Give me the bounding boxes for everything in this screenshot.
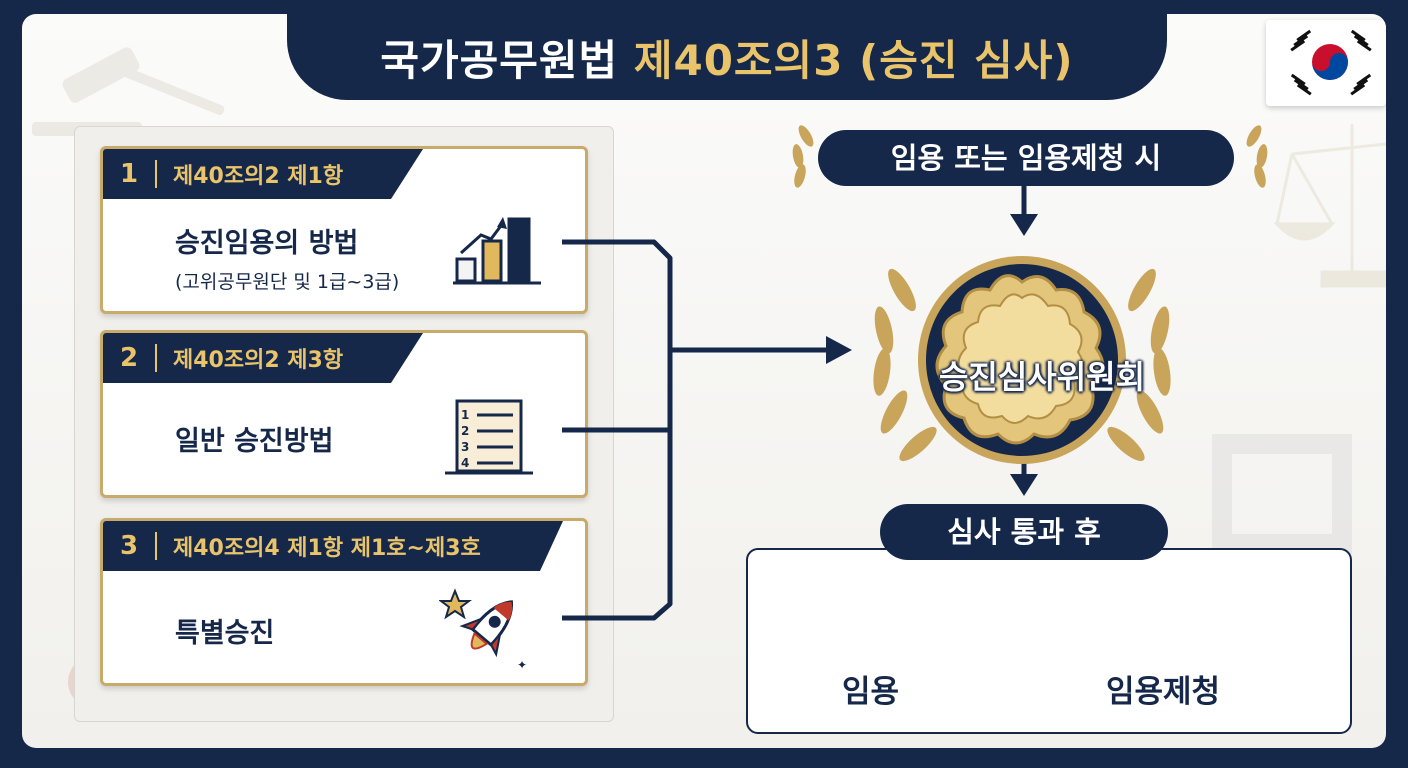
provision-card-1: 1 제40조의2 제1항 승진임용의 방법 (고위공무원단 및 1급~3급) <box>100 146 588 314</box>
card-label: 특별승진 <box>175 618 275 649</box>
provision-card-3: 3 제40조의4 제1항 제1호~제3호 특별승진 ✦ <box>100 518 588 686</box>
title-main: 국가공무원법 <box>380 35 619 85</box>
numbered-list-icon: 1 2 3 4 <box>445 399 533 475</box>
after-pass-pill: 심사 통과 후 <box>880 504 1168 560</box>
arrow-down-icon <box>1010 214 1038 236</box>
list-number-3: 3 <box>461 440 469 454</box>
result-label-appointment: 임용 <box>842 674 900 710</box>
card-number: 1 <box>103 160 157 188</box>
result-label-recommendation: 임용제청 <box>1106 674 1221 710</box>
arrow-right-icon <box>826 336 852 364</box>
list-number-1: 1 <box>461 408 469 422</box>
card-number: 3 <box>103 532 157 560</box>
title-banner: 국가공무원법 제40조의3 (승진 심사) <box>287 14 1167 100</box>
arrow-down-icon <box>1010 474 1038 496</box>
korean-flag-icon <box>1266 20 1386 106</box>
laurel-icon <box>792 125 1268 188</box>
list-number-2: 2 <box>461 424 469 438</box>
card-header: 1 제40조의2 제1항 <box>103 149 423 199</box>
card-label: 일반 승진방법 <box>175 426 334 457</box>
list-number-4: 4 <box>461 456 469 470</box>
card-reference: 제40조의2 제3항 <box>173 348 344 373</box>
result-box <box>746 548 1352 734</box>
title-sub: 제40조의3 (승진 심사) <box>633 35 1074 85</box>
committee-emblem <box>873 256 1171 464</box>
svg-text:✦: ✦ <box>517 658 527 672</box>
card-number: 2 <box>103 344 157 372</box>
card-reference: 제40조의2 제1항 <box>173 164 344 189</box>
trigger-pill: 임용 또는 임용제청 시 <box>818 130 1234 186</box>
card-reference: 제40조의4 제1항 제1호~제3호 <box>173 536 481 561</box>
provision-card-2: 2 제40조의2 제3항 일반 승진방법 1 2 3 4 <box>100 330 588 498</box>
committee-label: 승진심사위원회 <box>938 358 1146 396</box>
card-header: 3 제40조의4 제1항 제1호~제3호 <box>103 521 563 571</box>
laurel-wreath-icon <box>873 268 1171 462</box>
rocket-icon: ✦ <box>439 588 527 672</box>
bar-chart-icon <box>453 217 541 285</box>
main-panel: 국가공무원법 제40조의3 (승진 심사) <box>22 14 1386 748</box>
card-sublabel: (고위공무원단 및 1급~3급) <box>175 271 400 293</box>
card-label: 승진임용의 방법 <box>175 228 359 259</box>
faint-building-icon <box>1212 434 1352 554</box>
scales-of-justice-icon <box>1273 124 1386 288</box>
card-header: 2 제40조의2 제3항 <box>103 333 423 383</box>
page-title: 국가공무원법 제40조의3 (승진 심사) <box>380 27 1073 88</box>
